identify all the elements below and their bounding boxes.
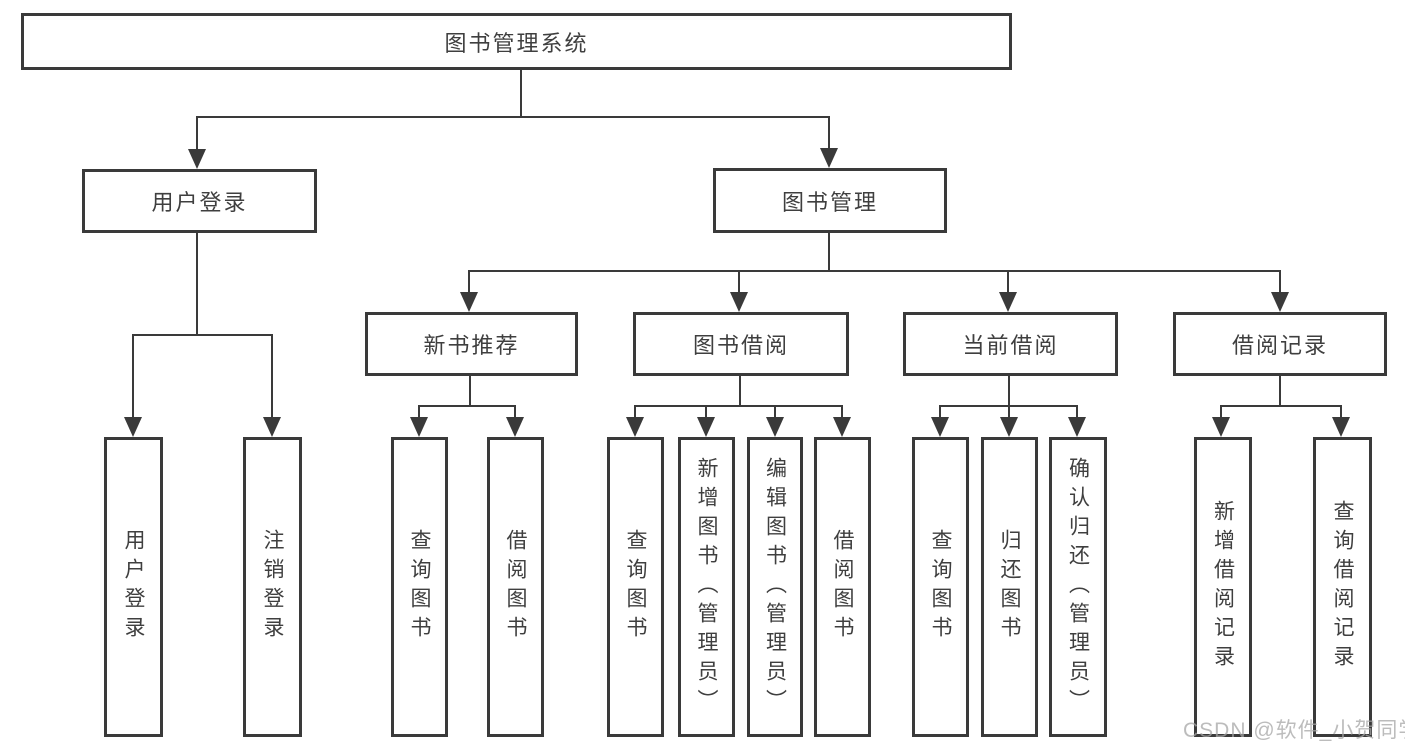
leaf-query-books-1: 查询图书 <box>391 437 448 737</box>
arrowhead-borrow-books-2 <box>833 417 851 437</box>
node-borrow-records-label: 借阅记录 <box>1231 333 1328 358</box>
leaf-confirm-return-admin-label: 确认归还（管理员） <box>1066 456 1090 718</box>
connector-stem-add-borrow-record <box>1220 405 1222 417</box>
leaf-logout-label: 注销登录 <box>261 529 284 645</box>
connector-new-book-branch <box>418 405 516 407</box>
leaf-query-books-2-label: 查询图书 <box>624 529 647 645</box>
connector-level3-branch <box>468 270 1281 272</box>
connector-stem-borrow-records <box>1279 270 1281 292</box>
arrowhead-add-borrow-record <box>1212 417 1230 437</box>
connector-root-stem <box>520 70 522 117</box>
arrowhead-user-login <box>188 149 206 169</box>
arrowhead-query-books-1 <box>410 417 428 437</box>
leaf-query-books-2: 查询图书 <box>607 437 664 737</box>
node-book-borrow: 图书借阅 <box>633 312 849 376</box>
leaf-user-login-label: 用户登录 <box>122 529 145 645</box>
arrowhead-query-books-3 <box>931 417 949 437</box>
arrowhead-edit-books <box>766 417 784 437</box>
arrowhead-borrow-records <box>1271 292 1289 312</box>
connector-stem-user-login <box>196 116 198 149</box>
node-user-login-label: 用户登录 <box>151 190 248 215</box>
leaf-borrow-books-1: 借阅图书 <box>487 437 544 737</box>
leaf-borrow-books-2: 借阅图书 <box>814 437 871 737</box>
connector-stem-book-borrow <box>738 270 740 292</box>
arrowhead-book-management <box>820 148 838 168</box>
connector-book-borrow-stem <box>739 376 741 407</box>
connector-stem-leaf-user-login <box>132 334 134 417</box>
node-root: 图书管理系统 <box>21 13 1012 70</box>
node-new-book-recommend: 新书推荐 <box>365 312 578 376</box>
leaf-query-books-1-label: 查询图书 <box>408 529 431 645</box>
arrowhead-leaf-logout <box>263 417 281 437</box>
arrowhead-query-books-2 <box>626 417 644 437</box>
connector-level2-branch <box>196 116 830 118</box>
arrowhead-new-book-recommend <box>460 292 478 312</box>
leaf-borrow-books-1-label: 借阅图书 <box>504 529 527 645</box>
leaf-add-books-admin-label: 新增图书（管理员） <box>695 456 718 718</box>
connector-borrow-records-stem <box>1279 376 1281 407</box>
connector-stem-borrow-books-1 <box>514 405 516 417</box>
leaf-add-borrow-record-label: 新增借阅记录 <box>1211 500 1235 674</box>
node-current-borrow: 当前借阅 <box>903 312 1118 376</box>
connector-current-borrow-stem <box>1008 376 1010 407</box>
connector-new-book-stem <box>469 376 471 407</box>
arrowhead-current-borrow <box>999 292 1017 312</box>
arrowhead-leaf-user-login <box>124 417 142 437</box>
leaf-edit-books-admin-label: 编辑图书（管理员） <box>763 456 787 718</box>
connector-stem-book-management <box>828 116 830 148</box>
leaf-query-books-3: 查询图书 <box>912 437 969 737</box>
connector-user-login-stem <box>196 233 198 336</box>
connector-stem-edit-books <box>774 405 776 417</box>
connector-stem-current-borrow <box>1007 270 1009 292</box>
arrowhead-borrow-books-1 <box>506 417 524 437</box>
connector-stem-confirm-return <box>1076 405 1078 417</box>
connector-stem-query-books-3 <box>939 405 941 417</box>
arrowhead-add-books <box>697 417 715 437</box>
node-book-borrow-label: 图书借阅 <box>692 333 789 358</box>
csdn-watermark: CSDN @软件_小贺同学 <box>1183 719 1405 742</box>
leaf-edit-books-admin: 编辑图书（管理员） <box>747 437 803 737</box>
node-book-management-label: 图书管理 <box>781 189 878 215</box>
connector-stem-leaf-logout <box>271 334 273 417</box>
leaf-return-books-label: 归还图书 <box>998 529 1021 645</box>
node-user-login: 用户登录 <box>82 169 317 233</box>
arrowhead-book-borrow <box>730 292 748 312</box>
arrowhead-return-books <box>1000 417 1018 437</box>
node-new-book-recommend-label: 新书推荐 <box>423 333 520 358</box>
node-current-borrow-label: 当前借阅 <box>962 333 1059 358</box>
connector-stem-query-borrow-record <box>1340 405 1342 417</box>
connector-user-login-branch <box>132 334 273 336</box>
leaf-query-borrow-record-label: 查询借阅记录 <box>1331 500 1354 674</box>
connector-stem-return-books <box>1008 405 1010 417</box>
connector-stem-new-book-recommend <box>468 270 470 292</box>
arrowhead-confirm-return <box>1068 417 1086 437</box>
leaf-add-borrow-record: 新增借阅记录 <box>1194 437 1252 737</box>
connector-book-management-stem <box>828 233 830 272</box>
node-borrow-records: 借阅记录 <box>1173 312 1387 376</box>
connector-stem-query-books-1 <box>418 405 420 417</box>
leaf-query-borrow-record: 查询借阅记录 <box>1313 437 1372 737</box>
node-book-management: 图书管理 <box>713 168 947 233</box>
connector-stem-query-books-2 <box>634 405 636 417</box>
leaf-borrow-books-2-label: 借阅图书 <box>831 529 854 645</box>
arrowhead-query-borrow-record <box>1332 417 1350 437</box>
leaf-logout: 注销登录 <box>243 437 302 737</box>
leaf-query-books-3-label: 查询图书 <box>929 529 952 645</box>
connector-stem-add-books <box>705 405 707 417</box>
connector-stem-borrow-books-2 <box>841 405 843 417</box>
leaf-add-books-admin: 新增图书（管理员） <box>678 437 735 737</box>
leaf-return-books: 归还图书 <box>981 437 1038 737</box>
connector-borrow-records-branch <box>1220 405 1342 407</box>
leaf-user-login: 用户登录 <box>104 437 163 737</box>
node-root-label: 图书管理系统 <box>444 30 589 56</box>
leaf-confirm-return-admin: 确认归还（管理员） <box>1049 437 1107 737</box>
connector-book-borrow-branch <box>634 405 843 407</box>
